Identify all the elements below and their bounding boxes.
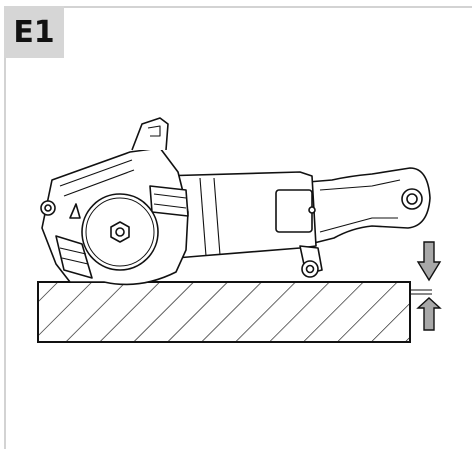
panel-frame <box>4 6 472 449</box>
depth-indicator-arrows <box>410 241 442 331</box>
wall-chaser-tool <box>40 117 431 286</box>
step-label: E1 <box>13 14 55 50</box>
step-badge: E1 <box>4 6 64 58</box>
workpiece <box>37 281 411 343</box>
